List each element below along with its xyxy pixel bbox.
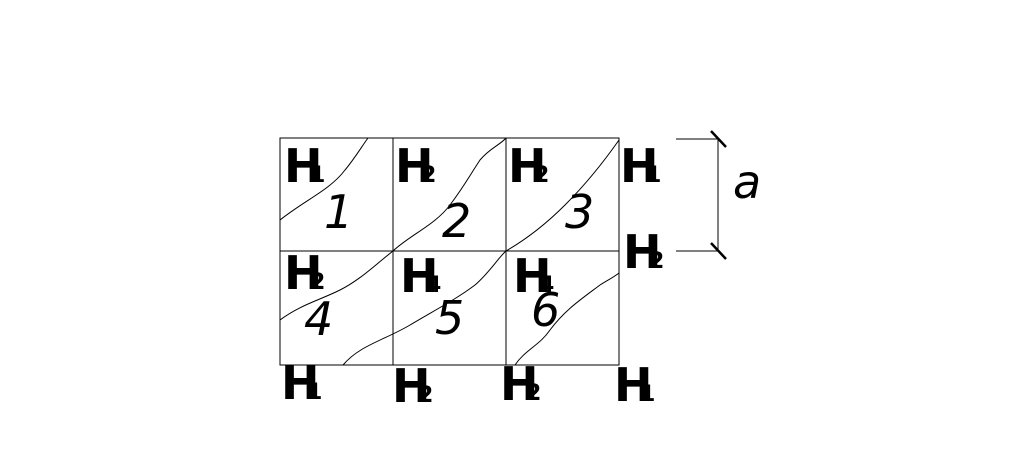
- curves: [279, 137, 620, 366]
- cell-number-2: 2: [442, 194, 471, 248]
- marker-mid-2: H: [400, 249, 439, 303]
- dimension-tick-bottom: [710, 242, 727, 260]
- marker-bottom-3: H: [500, 357, 539, 411]
- marker-bottom-4: H: [614, 358, 653, 412]
- dimension-label: a: [733, 155, 761, 209]
- curve-cell-5: [342, 250, 507, 366]
- marker-bottom-2-sub: 2: [418, 383, 433, 408]
- marker-bottom-3-sub: 2: [526, 381, 541, 406]
- cell-number-6: 6: [531, 283, 560, 337]
- cell-number-3: 3: [565, 185, 594, 239]
- marker-mid-4-sub: 2: [649, 249, 664, 274]
- marker-mid-1: H: [284, 246, 323, 300]
- curve-cell-2: [392, 137, 507, 252]
- marker-bottom-2: H: [392, 359, 431, 413]
- marker-bottom-1-sub: 1: [307, 380, 322, 405]
- marker-mid-3: H: [513, 249, 552, 303]
- marker-mid-2-sub: 4: [426, 273, 441, 298]
- cell-number-5: 5: [435, 291, 464, 345]
- cell-numbers: 1 2 3 4 5 6: [304, 185, 594, 346]
- marker-top-4-sub: 1: [646, 163, 661, 188]
- marker-top-3-sub: 2: [534, 163, 549, 188]
- cell-number-4: 4: [304, 292, 333, 346]
- marker-top-2-sub: 2: [421, 163, 436, 188]
- cell-number-1: 1: [324, 185, 353, 239]
- marker-bottom-1: H: [281, 356, 320, 410]
- markers: H 1 H 2 H 2 H 1 H 2 H 4 H 4 H 2 H 1 H 2 …: [281, 139, 664, 413]
- dimension: a: [676, 130, 761, 260]
- marker-bottom-4-sub: 1: [640, 382, 655, 407]
- curve-cell-3: [505, 139, 620, 252]
- marker-top-3: H: [508, 139, 547, 193]
- marker-mid-1-sub: 2: [310, 270, 325, 295]
- curve-cell-4: [279, 250, 394, 321]
- grid: [279, 137, 620, 366]
- marker-mid-3-sub: 4: [539, 273, 554, 298]
- curve-cell-6: [514, 272, 620, 366]
- marker-mid-4: H: [623, 225, 662, 279]
- marker-top-1: H: [284, 139, 323, 193]
- marker-top-2: H: [395, 139, 434, 193]
- marker-top-4: H: [620, 139, 659, 193]
- dimension-tick-top: [710, 130, 727, 148]
- marker-top-1-sub: 1: [310, 163, 325, 188]
- curve-cell-1: [279, 137, 369, 221]
